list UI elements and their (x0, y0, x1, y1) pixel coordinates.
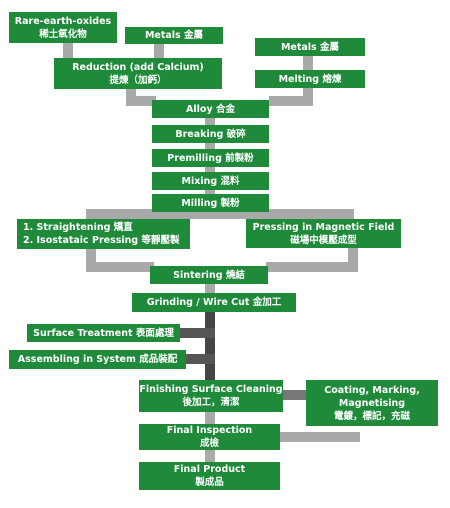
rare-earth-oxides-box: Rare-earth-oxides 稀土氧化物 (9, 12, 117, 43)
connector-oxides-reduction (63, 43, 73, 59)
connector-inspection-product (205, 450, 215, 462)
connector-straightening-sintering (86, 262, 154, 272)
alloy-box: Alloy 合金 (152, 100, 269, 118)
connector-pressing-down (348, 248, 358, 272)
connector-melting-alloy (269, 96, 313, 106)
melting-label: Melting 熔煉 (278, 73, 342, 85)
mixing-box: Mixing 混料 (152, 172, 269, 190)
straightening-label: 1. Straightening 矯直 (23, 222, 133, 233)
connector-surface-branch (180, 328, 215, 338)
connector-metals-reduction (154, 43, 164, 59)
coating-box: Coating, Marking, Magnetising 電鍍，標記，充磁 (306, 380, 438, 426)
connector-reduction-alloy (126, 96, 156, 106)
magnetising-label: Magnetising (338, 397, 406, 409)
final-inspection-label-zh: 成檢 (199, 438, 219, 449)
metals-right-box: Metals 金屬 (255, 38, 365, 56)
final-product-label-zh: 製成品 (195, 477, 224, 488)
connector-straightening-down (86, 249, 96, 271)
metals-right-label: Metals 金屬 (280, 41, 340, 53)
connector-grinding-finishing (205, 312, 215, 384)
pressing-magnetic-label-zh: 磁場中模壓成型 (290, 234, 357, 246)
rare-earth-oxides-label: Rare-earth-oxides (14, 15, 112, 27)
milling-label: Milling 製粉 (181, 197, 240, 209)
connector-finishing-coating (283, 390, 306, 400)
surface-treatment-label: Surface Treatment 表面處理 (33, 327, 174, 339)
connector-finishing-inspection (205, 412, 215, 424)
reduction-box: Reduction (add Calcium) 提煉（加鈣） (54, 58, 222, 89)
final-product-box: Final Product 製成品 (139, 462, 280, 490)
final-product-label: Final Product (173, 464, 246, 475)
coating-label-zh: 電鍍，標記，充磁 (333, 410, 410, 422)
connector-pressing-sintering (266, 262, 358, 272)
finishing-label: Finishing Surface Cleaning (139, 384, 283, 395)
pressing-magnetic-box: Pressing in Magnetic Field 磁場中模壓成型 (246, 219, 401, 248)
milling-box: Milling 製粉 (152, 194, 269, 212)
alloy-label: Alloy 合金 (186, 103, 235, 115)
finishing-box: Finishing Surface Cleaning 後加工，清潔 (139, 380, 283, 412)
connector-reduction-down (126, 83, 136, 106)
final-inspection-label: Final Inspection (166, 425, 253, 436)
grinding-label: Grinding / Wire Cut 金加工 (146, 297, 282, 308)
sintering-label: Sintering 燒結 (173, 269, 245, 281)
melting-box: Melting 熔煉 (255, 70, 365, 88)
metals-top-label: Metals 金屬 (144, 30, 204, 41)
connector-sintering-grinding (205, 284, 215, 294)
pressing-magnetic-label: Pressing in Magnetic Field (252, 221, 395, 233)
reduction-label: Reduction (add Calcium) (72, 61, 204, 73)
reduction-label-zh: 提煉（加鈣） (109, 74, 167, 86)
surface-treatment-box: Surface Treatment 表面處理 (27, 324, 180, 342)
connector-split-bar (86, 209, 354, 219)
final-inspection-box: Final Inspection 成檢 (139, 424, 280, 450)
assembling-label: Assembling in System 成品裝配 (17, 354, 178, 365)
breaking-box: Breaking 破碎 (152, 125, 269, 143)
premilling-label: Premilling 前製粉 (167, 152, 254, 164)
connector-assembling-branch (186, 354, 215, 364)
breaking-label: Breaking 破碎 (175, 128, 246, 140)
rare-earth-oxides-label-zh: 稀土氧化物 (39, 28, 87, 40)
coating-label: Coating, Marking, (324, 384, 420, 396)
mixing-label: Mixing 混料 (181, 175, 240, 187)
connector-coating-inspection (280, 432, 360, 442)
sintering-box: Sintering 燒結 (150, 266, 268, 284)
assembling-box: Assembling in System 成品裝配 (9, 350, 186, 369)
grinding-box: Grinding / Wire Cut 金加工 (132, 293, 296, 312)
metals-top-box: Metals 金屬 (125, 27, 223, 44)
finishing-label-zh: 後加工，清潔 (182, 397, 240, 408)
isostatic-pressing-label: 2. Isostataic Pressing 等靜壓製 (23, 235, 180, 246)
premilling-box: Premilling 前製粉 (152, 149, 269, 167)
connector-metals-melting (303, 56, 313, 70)
straightening-box: 1. Straightening 矯直 2. Isostataic Pressi… (17, 219, 190, 249)
